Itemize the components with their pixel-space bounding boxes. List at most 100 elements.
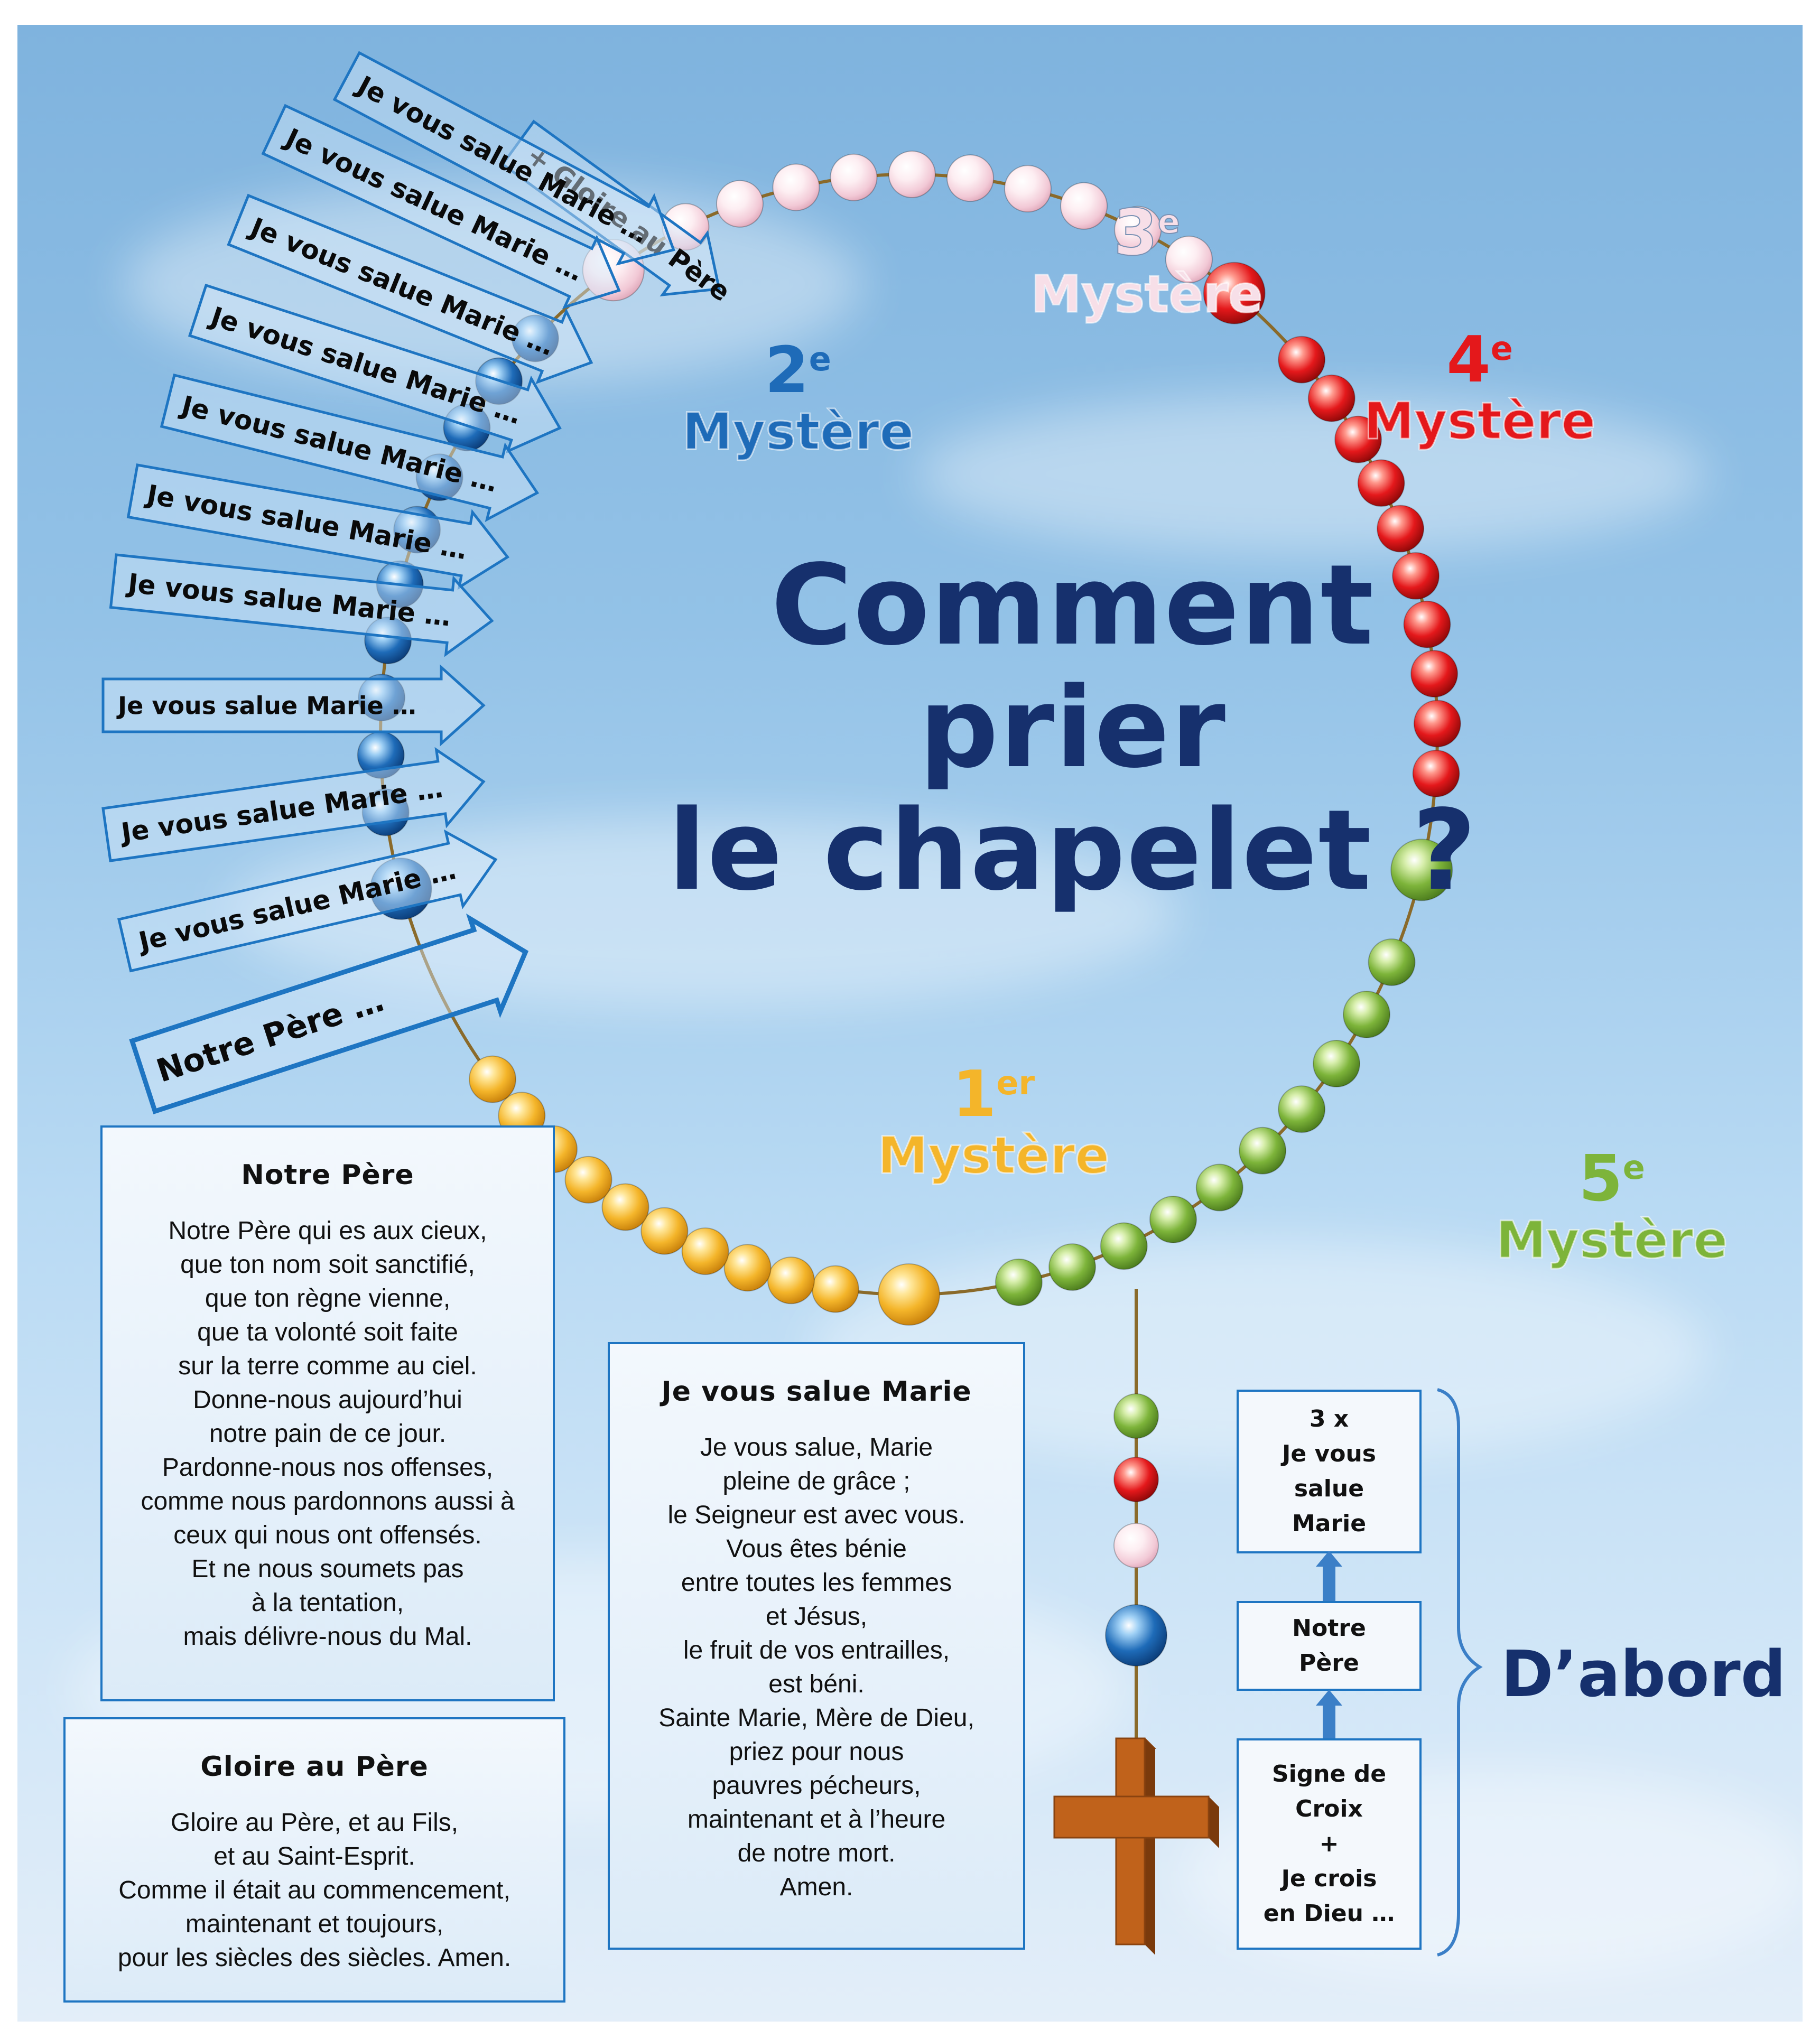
step-line: Signe de [1271,1761,1387,1787]
mystery-label-2: 2e Mystère [681,334,915,462]
decade-5-large-bead [1390,839,1453,901]
pendant-bead [1113,1457,1159,1502]
decade-2-bead [443,404,491,452]
notre_pere-line: Donne-nous aujourd’hui [193,1386,462,1414]
decade-1-bead [601,1183,649,1231]
gloire-text: Gloire au Père, et au Fils, et au Saint-E… [66,1806,563,1975]
decade-3-bead [830,153,878,201]
decade-2-bead [511,314,559,362]
notre_pere-line: comme nous pardonnons aussi à [141,1487,515,1515]
ave-line: de notre mort. [737,1839,896,1867]
step-line: Notre [1292,1615,1366,1642]
notre_pere-line: sur la terre comme au ciel. [178,1352,477,1380]
ave-line: Sainte Marie, Mère de Dieu, [658,1704,974,1732]
decade-3-bead [1165,236,1213,284]
decade-1-bead [564,1156,612,1204]
notre_pere-line: Pardonne-nous nos offenses, [162,1454,494,1482]
decade-1-bead [468,1055,516,1103]
decade-3-bead [1114,206,1162,254]
decade-4-bead [1392,552,1440,600]
ave-line: Amen. [779,1873,853,1901]
ave-line: est béni. [768,1670,865,1698]
notre_pere-line: que ton nom soit sanctifié, [180,1251,475,1279]
decade-3-bead [1060,182,1108,230]
decade-5-bead [1048,1243,1097,1291]
title-line-1: Comment [770,541,1375,670]
decade-4-bead [1413,700,1461,748]
notre_pere-line: notre pain de ce jour. [209,1420,447,1448]
cross-icon [1053,1737,1219,1955]
gloire-title: Gloire au Père [200,1751,429,1783]
title-line-3: le chapelet ? [668,786,1478,915]
decade-3-bead [772,163,820,211]
ave-maria-panel: Je vous salue Marie Je vous salue, Marie… [608,1342,1025,1950]
brace-icon [1437,1388,1483,1957]
decade-3-bead [662,203,710,251]
step-line: salue [1294,1475,1364,1502]
ave-line: priez pour nous [729,1738,904,1766]
decade-3-bead [716,180,764,228]
mystery-label-4: 4e Mystère [1363,323,1596,451]
decade-5-bead [1100,1222,1148,1270]
dabord-label: D’abord [1501,1638,1786,1711]
ave-line: maintenant et à l’heure [687,1805,946,1833]
step-line: Croix [1295,1795,1363,1822]
decade-1-bead [681,1227,729,1275]
ave-line: et Jésus, [765,1603,868,1631]
ave-line: le fruit de vos entrailles, [683,1636,950,1664]
arrow-label: Je vous salue Marie … [116,692,416,720]
decade-3-bead [946,154,995,202]
title-line-2: prier [919,663,1227,793]
ave-maria-text: Je vous salue, Marie pleine de grâce ; le … [610,1431,1023,1904]
decade-5-bead [1149,1195,1197,1243]
gloire-line: pour les siècles des siècles. Amen. [117,1944,512,1972]
notre_pere-line: ceux qui nous ont offensés. [173,1521,482,1549]
decade-2-bead [358,674,406,722]
decade-3-bead [888,151,936,199]
decade-5-bead [1343,991,1391,1038]
decade-4-bead [1278,336,1326,384]
pendant-large-bead [1105,1604,1167,1666]
gloire-line: Gloire au Père, et au Fils, [170,1809,459,1837]
mystery-label-5: 5e Mystère [1495,1142,1729,1270]
decade-4-bead [1412,749,1460,797]
step-line: 3 x [1309,1405,1349,1432]
pendant-bead [1113,1393,1159,1439]
decade-5-bead [1368,938,1416,986]
gloire-line: maintenant et toujours, [185,1910,444,1938]
notre_pere-line: que ta volonté soit faite [197,1318,458,1346]
decade-1-bead [723,1244,772,1292]
decade-4-bead [1357,459,1405,507]
decade-2-bead [393,506,441,554]
ave-line: Je vous salue, Marie [700,1433,933,1461]
step-line: Marie [1292,1510,1367,1537]
decade-4-bead [1410,650,1459,698]
gloire-line: Comme il était au commencement, [118,1876,510,1904]
decade-4-large-bead [1203,262,1266,324]
decade-4-bead [1307,374,1355,422]
arrow-10: Je vous salue Marie … [101,747,486,862]
gloire-line: et au Saint-Esprit. [213,1842,415,1870]
ave-line: Vous êtes bénie [726,1535,907,1563]
ave-line: pleine de grâce ; [722,1467,911,1495]
decade-5-bead [1195,1163,1243,1212]
step-line: Père [1299,1650,1359,1677]
decade-5-bead [1239,1126,1287,1175]
decade-1-bead [767,1256,815,1305]
step-line: + [1319,1830,1339,1857]
mystery-label-1: 1er Mystère [877,1058,1110,1186]
notre_pere-line: que ton règne vienne, [205,1284,451,1312]
ave-line: le Seigneur est avec vous. [667,1501,965,1529]
notre-pere-text: Notre Père qui es aux cieux,que ton nom … [103,1214,553,1654]
pendant-bead [1113,1523,1159,1568]
arrow-9: Je vous salue Marie … [101,664,486,747]
ave-line: entre toutes les femmes [681,1569,952,1597]
decade-4-bead [1403,600,1451,648]
notre_pere-line: Et ne nous soumets pas [191,1555,464,1583]
page-title: Comment prier le chapelet ? [650,544,1496,912]
